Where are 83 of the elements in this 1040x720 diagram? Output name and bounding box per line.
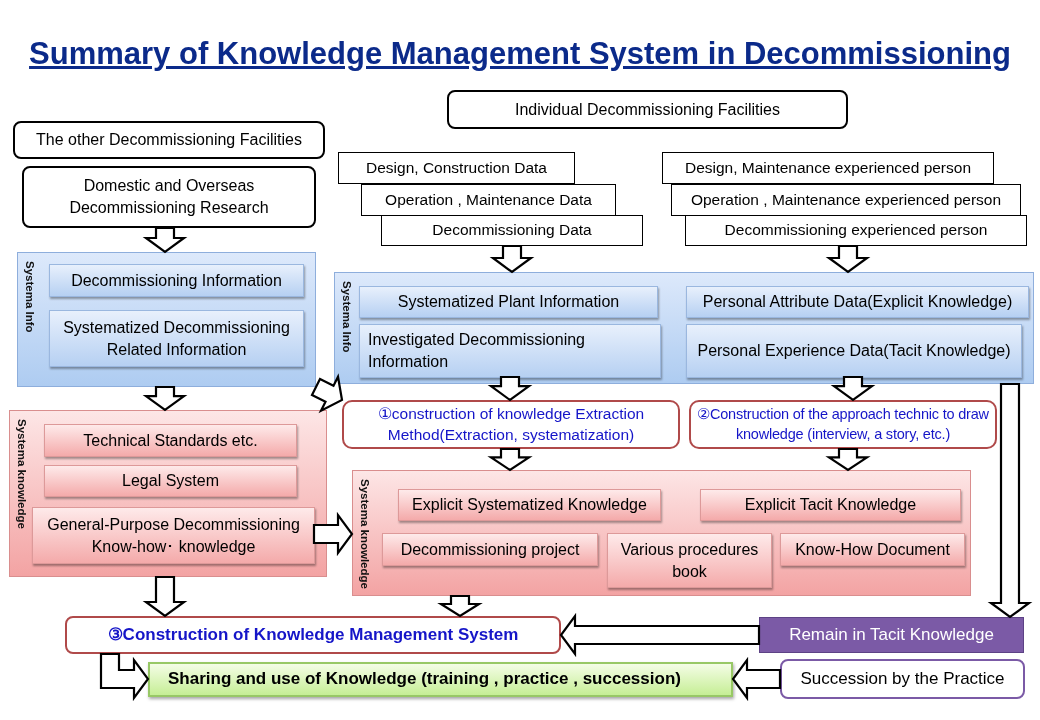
info-box <box>686 324 1022 378</box>
knowledge-panel <box>352 470 971 596</box>
block-arrow <box>437 594 483 618</box>
box-label: Design, Maintenance experienced person <box>684 157 972 178</box>
knowledge-box <box>44 424 297 457</box>
info-box <box>49 310 304 367</box>
knowledge-box <box>32 507 315 564</box>
stacked-box <box>662 152 994 184</box>
box-label: Explicit Systematized Knowledge <box>412 495 647 516</box>
block-arrow <box>987 382 1033 619</box>
stacked-box <box>671 184 1021 216</box>
block-arrow <box>310 373 344 414</box>
rounded-box <box>780 659 1025 699</box>
box-label: Investigated Decommissioning Information <box>368 330 586 372</box>
box-label: Decommissioning experienced person <box>724 220 988 241</box>
box-label: Various procedures book <box>619 539 760 582</box>
stacked-box <box>361 184 616 216</box>
block-arrow <box>99 652 150 702</box>
process-box <box>342 400 680 449</box>
panel-label: Systema knowledge <box>357 479 372 589</box>
box-label: Technical Standards etc. <box>83 430 258 451</box>
process-box <box>65 616 561 654</box>
box-label: Individual Decommissioning Facilities <box>515 99 780 120</box>
block-arrow <box>487 375 533 402</box>
box-label: Personal Attribute Data(Explicit Knowledge) <box>702 292 1013 313</box>
knowledge-box <box>398 489 661 521</box>
block-arrow <box>487 447 533 472</box>
result-box <box>148 662 733 697</box>
box-label: Decommissioning project <box>400 539 580 560</box>
rounded-box <box>13 121 325 159</box>
diagram-title: Summary of Knowledge Management System in Decommissioning <box>28 35 1012 73</box>
knowledge-box <box>382 533 598 566</box>
box-label: Sharing and use of Knowledge (training , practice , succession) <box>168 668 681 691</box>
box-label: Explicit Tacit Knowledge <box>744 495 917 516</box>
knowledge-box <box>780 533 965 566</box>
status-box <box>759 617 1024 653</box>
rounded-box <box>447 90 848 129</box>
box-label: Know-How Document <box>795 539 950 560</box>
box-label: Decommissioning Information <box>71 270 282 291</box>
info-box <box>686 286 1029 318</box>
block-arrow <box>825 447 871 472</box>
box-label: Operation , Maintenance Data <box>385 189 592 210</box>
block-arrow <box>825 244 871 274</box>
block-arrow <box>489 244 535 274</box>
box-label: Succession by the Practice <box>800 667 1005 690</box>
box-label: Remain in Tacit Knowledge <box>789 623 994 646</box>
box-label: ③Construction of Knowledge Management System <box>107 623 519 646</box>
info-box <box>359 324 661 378</box>
block-arrow <box>142 226 188 254</box>
box-label: Domestic and Overseas Decommissioning Research <box>68 176 270 218</box>
knowledge-box <box>44 465 297 497</box>
knowledge-box <box>700 489 961 521</box>
block-arrow <box>731 656 782 702</box>
box-label: Personal Experience Data(Tacit Knowledge) <box>697 341 1011 362</box>
block-arrow <box>559 612 761 658</box>
box-label: Systematized Decommissioning Related Information <box>62 317 291 360</box>
box-label: The other Decommissioning Facilities <box>36 130 302 151</box>
info-panel <box>334 272 1034 384</box>
panel-label: Systema Info <box>339 281 354 353</box>
info-box <box>49 264 304 297</box>
block-arrow <box>312 511 354 557</box>
info-panel <box>17 252 316 387</box>
box-label: Decommissioning Data <box>432 220 592 241</box>
box-label: ②Construction of the approach technic to draw knowledge (interview, a story, etc.) <box>696 404 990 444</box>
process-box <box>689 400 997 449</box>
box-label: Legal System <box>122 471 219 492</box>
block-arrow <box>830 375 876 402</box>
block-arrow <box>142 385 188 412</box>
box-label: Operation , Maintenance experienced person <box>690 189 1002 210</box>
info-box <box>359 286 658 318</box>
panel-label: Systema knowledge <box>14 419 29 529</box>
knowledge-box <box>607 533 772 588</box>
rounded-box <box>22 166 316 228</box>
stacked-box <box>685 215 1027 246</box>
stacked-box <box>338 152 575 184</box>
box-label: Design, Construction Data <box>366 157 547 178</box>
block-arrow <box>142 575 188 618</box>
panel-label: Systema Info <box>22 261 37 333</box>
knowledge-panel <box>9 410 327 577</box>
stacked-box <box>381 215 643 246</box>
box-label: ①construction of knowledge Extraction Method(Extraction, systematization) <box>376 403 646 445</box>
box-label: Systematized Plant Information <box>397 292 620 313</box>
box-label: General-Purpose Decommissioning Know-how･ knowledge <box>46 514 301 557</box>
